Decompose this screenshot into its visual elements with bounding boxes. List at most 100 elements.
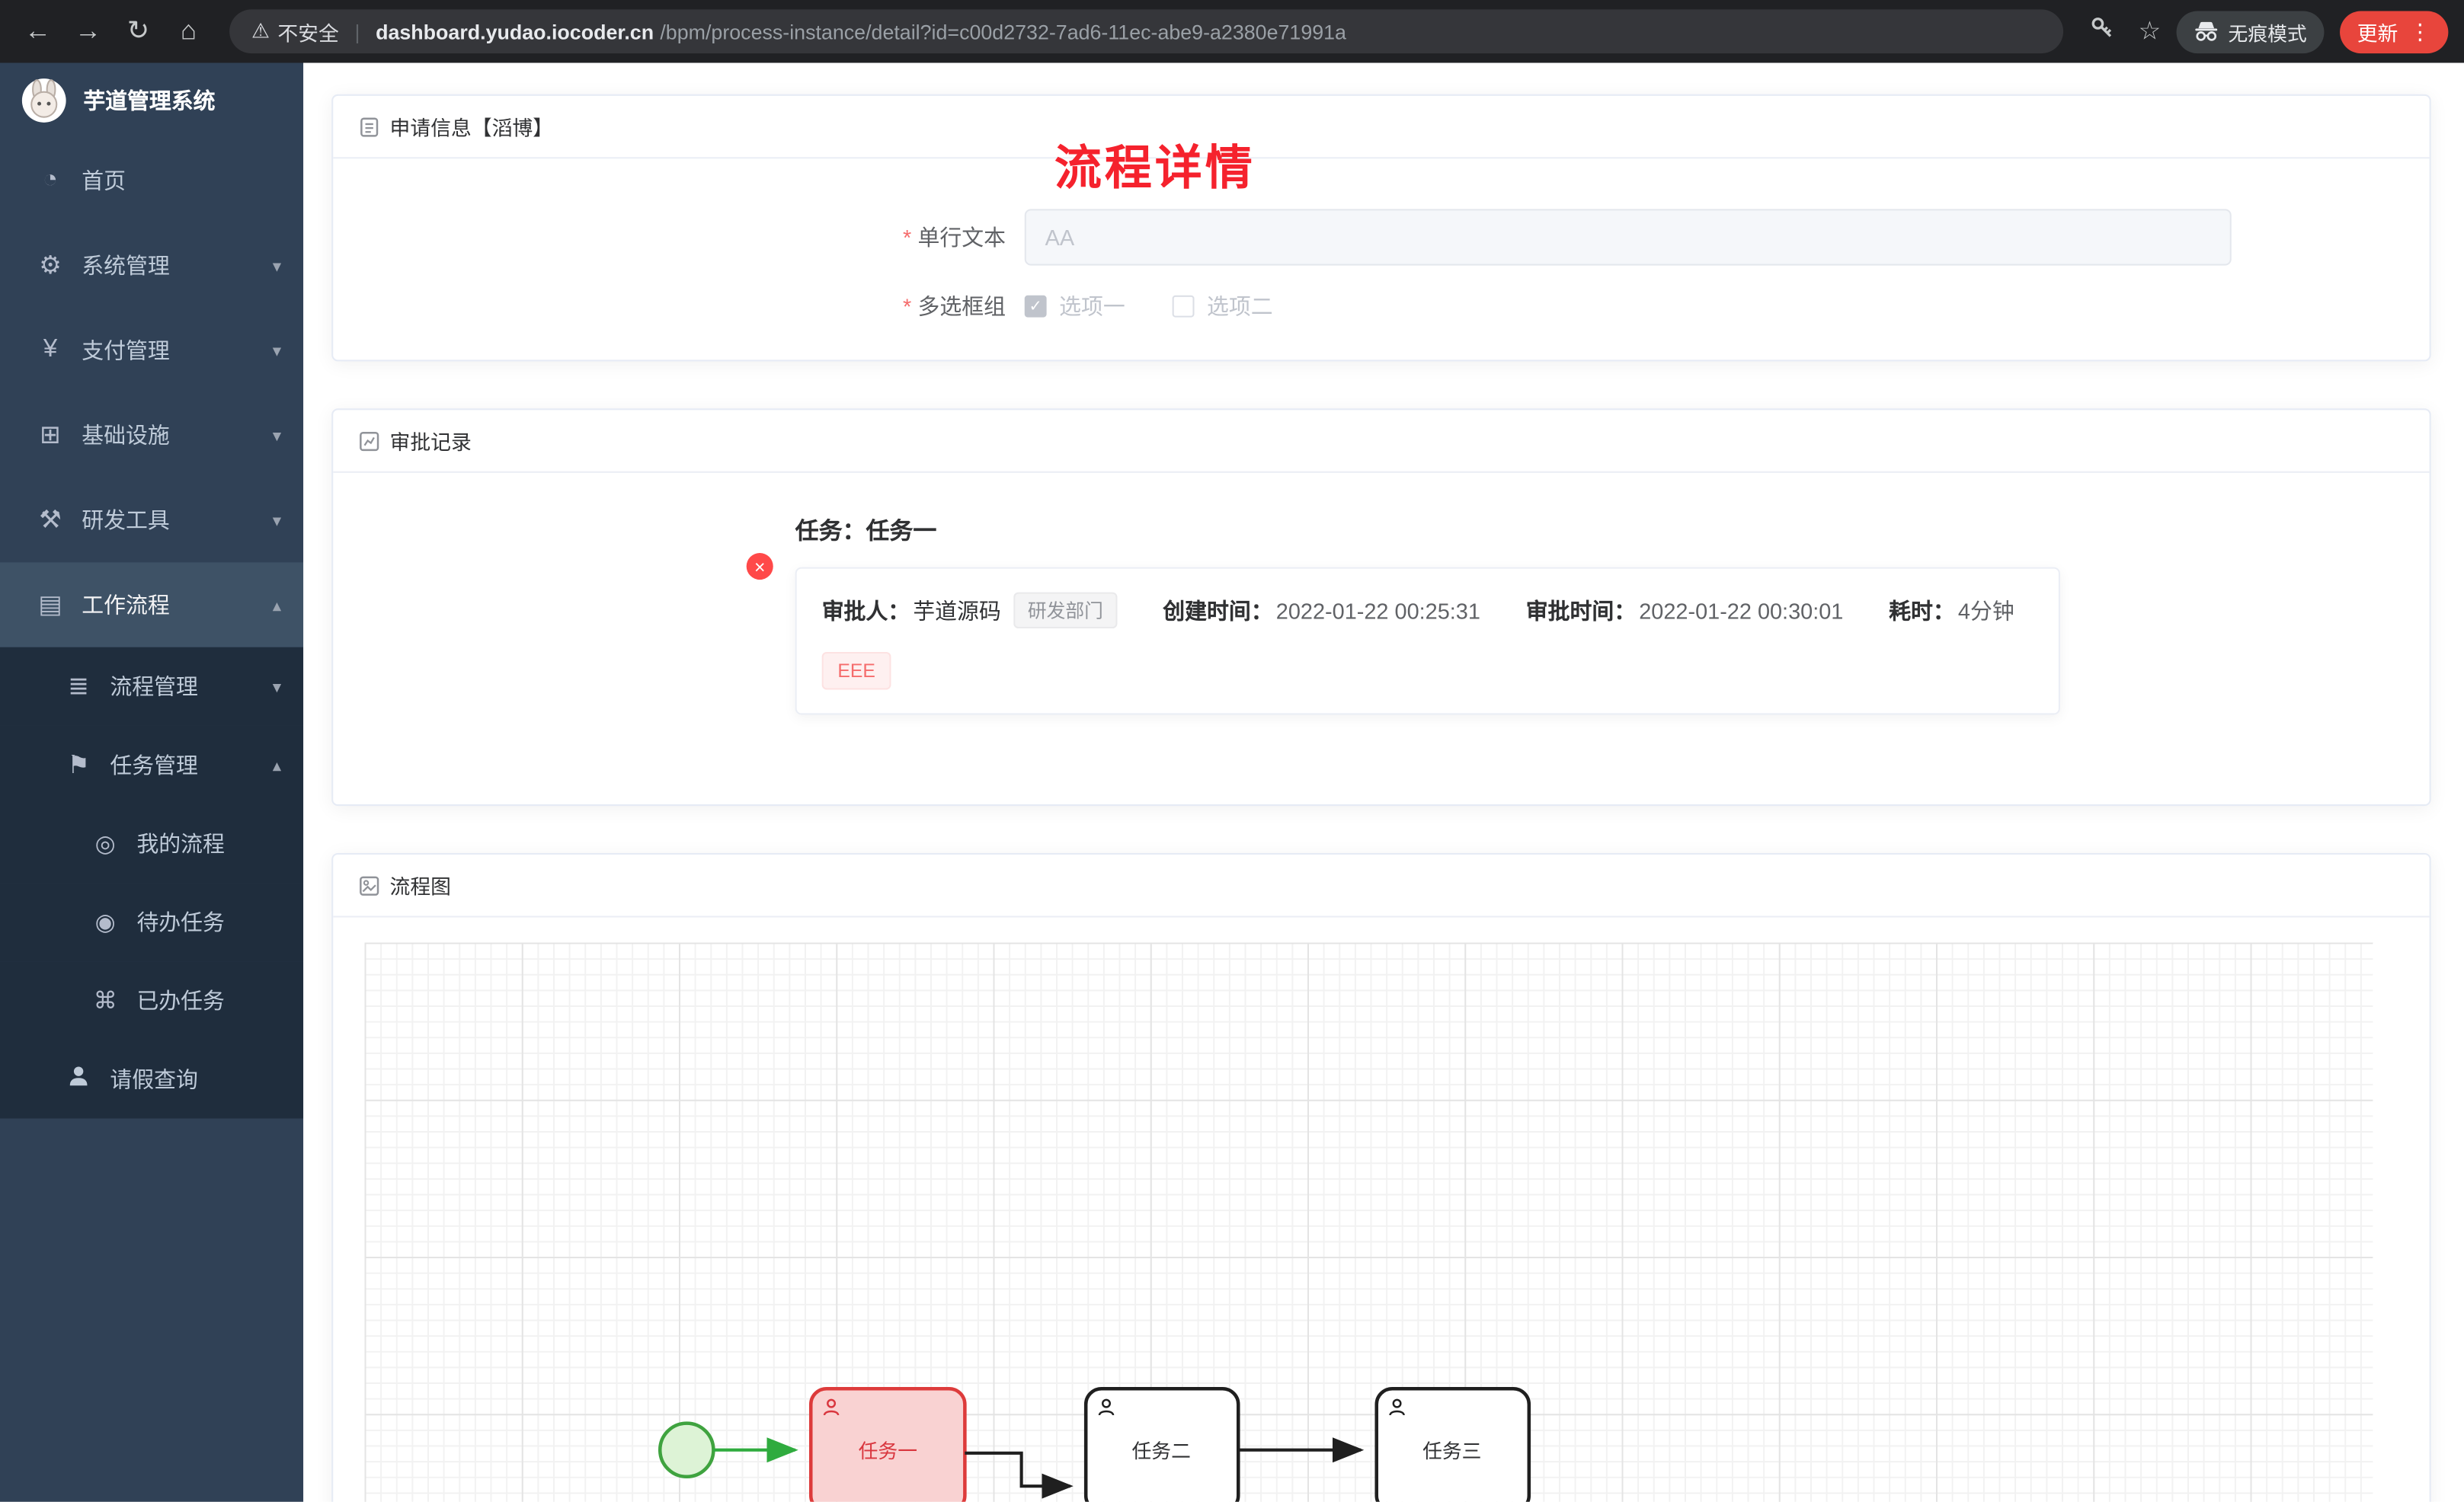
checkbox-option-one[interactable]: ✓ 选项一 [1024,291,1125,322]
form-row-text: *单行文本 [333,209,2429,266]
task-node-label: 任务三 [1422,1440,1481,1462]
process-diagram-card: 流程图 [331,852,2431,1502]
checkbox-label: 选项二 [1207,293,1273,319]
sequence-flow-task1-to-task2 [965,1451,1074,1499]
address-bar[interactable]: ⚠ 不安全 | dashboard.yudao.iocoder.cn /bpm/… [229,9,2063,54]
rejected-status-icon: × [746,553,773,580]
task-node-1[interactable]: 任务一 [808,1386,967,1502]
sidebar-item-home[interactable]: ◔ 首页 [0,139,303,223]
sidebar-item-label: 工作流程 [82,592,170,618]
sidebar-item-label: 支付管理 [82,337,170,363]
monitor-icon: ⊞ [40,422,61,449]
sidebar-item-label: 系统管理 [82,253,170,279]
start-event-node[interactable] [658,1421,715,1479]
record-icon [358,430,380,452]
comment-tag: EEE [821,651,891,690]
approval-detail-card: 审批人： 芋道源码 研发部门 创建时间： 2022-01-22 00:25:31… [795,567,2060,715]
approval-timeline: × 任务：任务一 审批人： 芋道源码 研发部门 创建时间： 2022-01-22… [333,513,2429,804]
url-host: dashboard.yudao.iocoder.cn [376,19,654,43]
sidebar-item-leave-query[interactable]: 请假查询 [0,1040,304,1119]
dept-tag: 研发部门 [1013,592,1118,628]
sidebar-item-system-management[interactable]: ⚙ 系统管理 ▾ [0,223,303,308]
required-asterisk: * [903,224,912,250]
bookmark-star-icon[interactable]: ☆ [2138,18,2162,46]
checkbox-checked-icon: ✓ [1024,295,1047,318]
incognito-badge: 无痕模式 [2176,10,2325,53]
key-icon[interactable] [2082,15,2123,48]
gear-icon: ⚙ [39,253,62,280]
chevron-down-icon: ▾ [272,426,282,446]
single-line-text-input[interactable] [1024,209,2232,266]
sidebar-item-label: 任务管理 [110,752,198,778]
tools-icon: ⚒ [39,507,62,535]
created-time: 2022-01-22 00:25:31 [1275,597,1480,623]
sidebar: 芋道管理系统 ◔ 首页 ⚙ 系统管理 ▾ ¥ 支付管理 ▾ ⊞ 基础设施 ▾ ⚒… [0,62,304,1502]
main-content: 流程详情 申请信息【滔博】 *单行文本 *多选框组 ✓ [303,62,2464,1502]
sidebar-item-payment-management[interactable]: ¥ 支付管理 ▾ [0,308,303,392]
sidebar-item-done-tasks[interactable]: ⌘ 已办任务 [0,961,304,1040]
apply-info-card-title: 申请信息【滔博】 [389,116,554,140]
forward-icon[interactable]: → [74,15,102,46]
sidebar-item-dev-tools[interactable]: ⚒ 研发工具 ▾ [0,478,303,562]
approved-time: 2022-01-22 00:30:01 [1639,597,1844,623]
duration-group: 耗时： 4分钟 [1889,595,2014,626]
app-logo-row: 芋道管理系统 [0,63,303,139]
home-icon[interactable]: ⌂ [180,15,197,46]
checkbox-label: 选项一 [1059,293,1125,319]
created-label: 创建时间： [1163,597,1273,623]
sidebar-item-process-management[interactable]: ≣ 流程管理 ▾ [0,647,304,726]
list-icon: ≣ [68,673,89,701]
menu-dots-icon[interactable]: ⋮ [2408,18,2431,43]
checkbox-group: ✓ 选项一 选项二 [1024,291,1273,322]
field-label: *单行文本 [903,224,1006,250]
update-button[interactable]: 更新 ⋮ [2340,10,2449,53]
reload-icon[interactable]: ↻ [126,15,150,46]
yuan-icon: ¥ [43,336,58,363]
approval-detail-row: 审批人： 芋道源码 研发部门 创建时间： 2022-01-22 00:25:31… [821,592,2034,628]
process-diagram-card-title: 流程图 [389,874,451,899]
chevron-down-icon: ▾ [272,677,282,697]
my-process-icon: ◎ [94,831,116,858]
sidebar-item-label: 待办任务 [136,909,225,935]
document-icon [358,116,380,138]
sidebar-item-label: 研发工具 [82,507,170,533]
duration-value: 4分钟 [1957,597,2014,623]
sidebar-item-my-process[interactable]: ◎ 我的流程 [0,804,304,884]
sidebar-item-label: 首页 [82,168,126,193]
task-node-3[interactable]: 任务三 [1374,1386,1531,1502]
approval-record-card-title: 审批记录 [389,430,472,455]
sidebar-item-infrastructure[interactable]: ⊞ 基础设施 ▾ [0,393,303,478]
approved-label: 审批时间： [1525,597,1637,623]
checkbox-option-two[interactable]: 选项二 [1172,291,1273,322]
task-node-label: 任务一 [859,1440,917,1462]
sidebar-item-label: 基础设施 [82,422,170,448]
created-time-group: 创建时间： 2022-01-22 00:25:31 [1163,595,1480,626]
back-icon[interactable]: ← [24,15,52,46]
sidebar-item-label: 请假查询 [110,1066,198,1092]
chevron-down-icon: ▾ [272,511,282,531]
url-path: /bpm/process-instance/detail?id=c00d2732… [660,19,1346,43]
sidebar-item-label: 我的流程 [136,831,225,857]
bpmn-diagram: 任务一 任务二 任务三 [658,1386,1531,1502]
task-node-2[interactable]: 任务二 [1083,1386,1240,1502]
update-label: 更新 [2357,21,2398,45]
page-title: 流程详情 [1054,142,1256,195]
sidebar-item-task-management[interactable]: ⚑ 任务管理 ▴ [0,725,304,804]
bpmn-canvas[interactable]: 任务一 任务二 任务三 [364,942,2373,1502]
app-title: 芋道管理系统 [83,88,216,113]
checkbox-unchecked-icon [1172,295,1195,318]
eye-icon: ◉ [94,909,116,937]
security-label: 不安全 [277,21,339,45]
done-tasks-icon: ⌘ [93,988,117,1015]
chevron-down-icon: ▾ [272,257,282,276]
person-icon [59,1064,98,1094]
duration-label: 耗时： [1889,597,1955,623]
sidebar-item-todo-tasks[interactable]: ◉ 待办任务 [0,883,304,962]
sidebar-item-workflow[interactable]: ▤ 工作流程 ▴ [0,562,304,647]
approved-time-group: 审批时间： 2022-01-22 00:30:01 [1526,595,1844,626]
field-label: *多选框组 [903,293,1006,319]
approver-label: 审批人： [821,597,910,623]
sidebar-item-label: 已办任务 [136,988,225,1014]
security-warning[interactable]: ⚠ 不安全 [251,17,339,46]
